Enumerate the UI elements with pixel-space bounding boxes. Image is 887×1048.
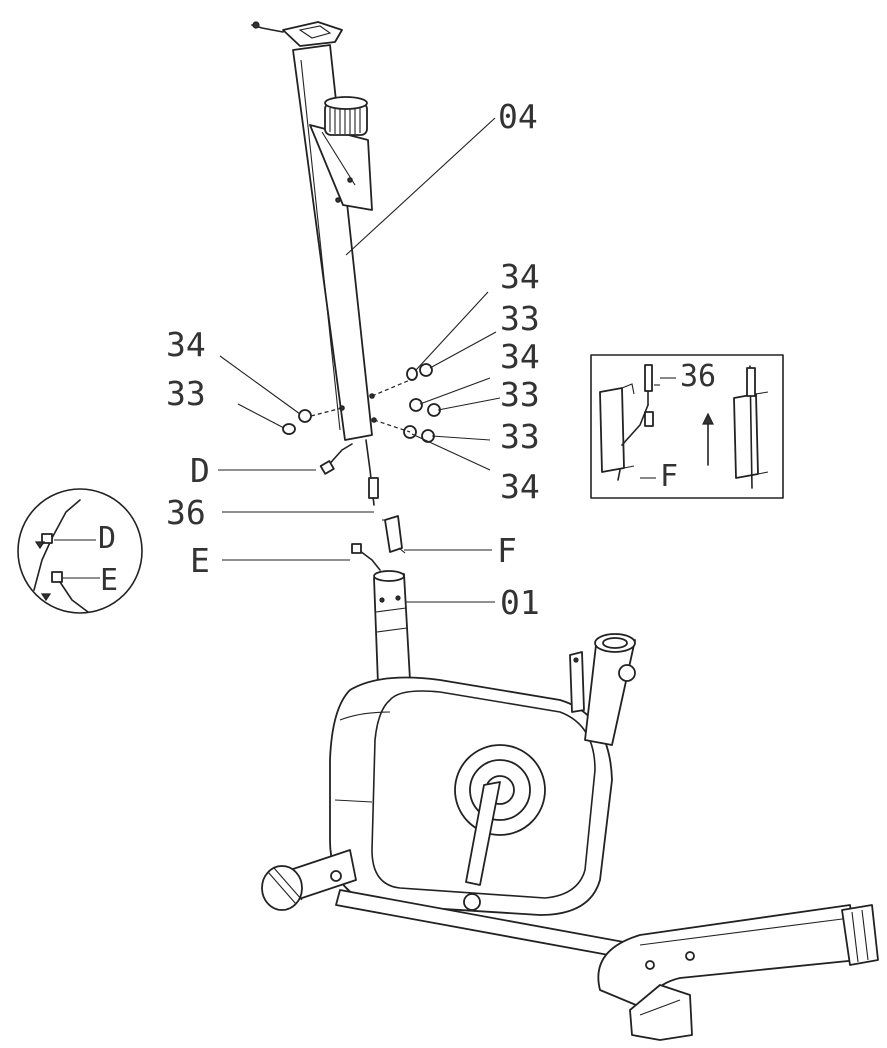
base-frame <box>261 849 879 1041</box>
label-part-34-b: 34 <box>500 337 540 376</box>
bolts-washers-left <box>282 407 343 435</box>
label-inset-36: 36 <box>680 359 716 394</box>
label-part-34-c: 34 <box>500 467 540 506</box>
label-part-01: 01 <box>500 583 540 622</box>
label-wire-e: E <box>190 541 210 580</box>
label-inset-f: F <box>660 459 678 494</box>
label-circle-e: E <box>100 563 118 598</box>
main-frame-tube-01 <box>373 570 411 685</box>
inset-box <box>590 354 784 499</box>
label-part-33-c: 33 <box>500 417 540 456</box>
bolts-washers-right <box>371 363 441 443</box>
label-bracket-f: F <box>497 531 517 570</box>
label-part-34-left: 34 <box>166 325 206 364</box>
part-labels: 04 34 33 34 33 33 34 34 33 D 36 E F 01 3… <box>98 97 716 622</box>
wires-and-bracket <box>319 439 406 571</box>
label-part-33-left: 33 <box>166 374 206 413</box>
label-part-34-a: 34 <box>500 257 540 296</box>
label-wire-d: D <box>190 451 210 490</box>
flywheel-housing <box>329 676 613 916</box>
handlebar-post-04 <box>251 21 377 441</box>
label-circle-d: D <box>98 521 116 556</box>
label-part-33-a: 33 <box>500 299 540 338</box>
leader-lines <box>218 117 501 603</box>
label-part-04: 04 <box>498 97 538 136</box>
detail-circle-d-e <box>17 488 143 614</box>
label-part-33-b: 33 <box>500 375 540 414</box>
label-cable-36: 36 <box>166 493 206 532</box>
seat-tube <box>569 633 636 746</box>
